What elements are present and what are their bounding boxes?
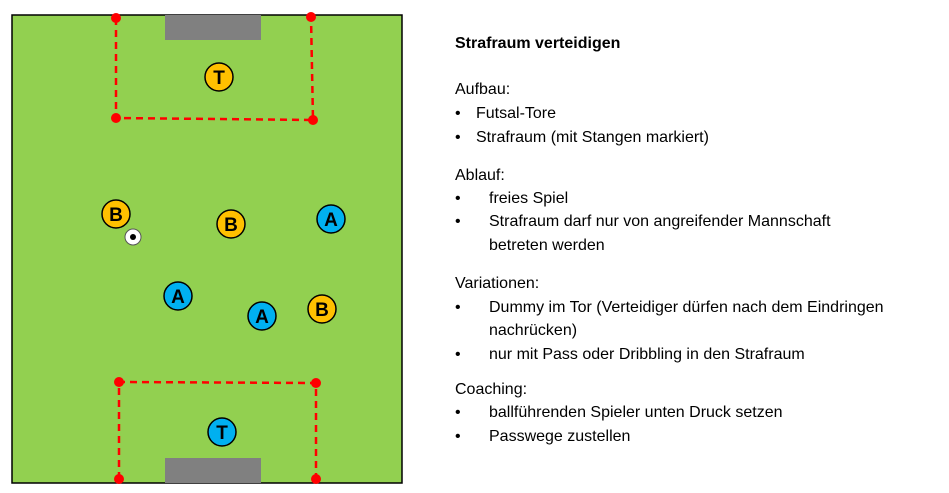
- player-A-blue: A: [247, 301, 277, 331]
- player-T-yellow: T: [204, 62, 234, 92]
- pole-markers: [111, 12, 321, 484]
- player-label: A: [255, 307, 269, 328]
- player-A-blue: A: [316, 204, 346, 234]
- football-field: T B B B A A A T: [11, 12, 403, 484]
- section-heading-aufbau: Aufbau:: [455, 81, 511, 98]
- player-A-blue: A: [163, 281, 193, 311]
- player-label: T: [213, 68, 225, 89]
- player-T-blue: T: [207, 417, 237, 447]
- drill-title: Strafraum verteidigen: [455, 35, 621, 52]
- bottom-goal: [165, 458, 261, 483]
- bottom-penalty-area: [117, 380, 318, 479]
- top-penalty-area: [114, 16, 315, 122]
- player-label: A: [171, 287, 185, 308]
- player-label: B: [224, 215, 238, 236]
- section-heading-ablauf: Ablauf:: [455, 167, 505, 184]
- player-label: A: [324, 210, 338, 231]
- section-heading-variationen: Variationen:: [455, 275, 540, 292]
- player-B-yellow: B: [101, 199, 131, 229]
- top-goal: [165, 15, 261, 40]
- pitch: [11, 14, 403, 484]
- player-label: B: [109, 205, 123, 226]
- player-B-yellow: B: [307, 294, 337, 324]
- section-heading-coaching: Coaching:: [455, 381, 528, 398]
- player-label: T: [216, 423, 228, 444]
- player-label: B: [315, 300, 329, 321]
- soccer-ball-icon: [124, 228, 142, 246]
- player-B-yellow: B: [216, 209, 246, 239]
